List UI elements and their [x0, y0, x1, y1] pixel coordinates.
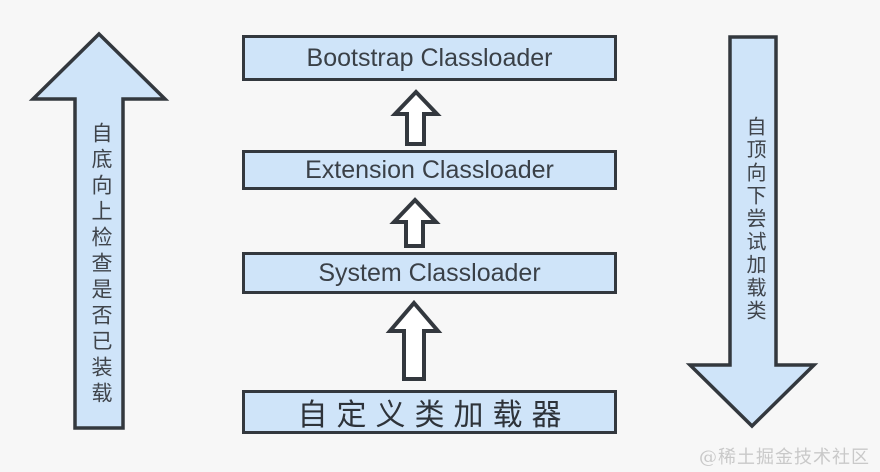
- box-system-label: System Classloader: [318, 258, 541, 287]
- right-big-down-arrow-icon: [685, 35, 819, 429]
- up-arrow-extension-to-bootstrap-icon: [390, 89, 442, 146]
- box-bootstrap-label: Bootstrap Classloader: [306, 43, 553, 72]
- left-arrow-vertical-label: 自底向上检查是否已装载: [89, 122, 112, 408]
- box-extension-classloader: Extension Classloader: [242, 150, 617, 190]
- left-big-up-arrow-icon: [28, 31, 170, 430]
- box-custom-classloader: 自定义类加载器: [242, 390, 617, 434]
- box-custom-label: 自定义类加载器: [297, 398, 571, 433]
- watermark-text: @稀土掘金技术社区: [699, 447, 870, 468]
- box-bootstrap-classloader: Bootstrap Classloader: [242, 35, 617, 81]
- up-arrow-custom-to-system-icon: [385, 299, 443, 381]
- right-arrow-vertical-label: 自顶向下尝试加载类: [743, 116, 765, 323]
- box-system-classloader: System Classloader: [242, 252, 617, 294]
- box-extension-label: Extension Classloader: [305, 155, 554, 184]
- up-arrow-system-to-extension-icon: [389, 197, 441, 248]
